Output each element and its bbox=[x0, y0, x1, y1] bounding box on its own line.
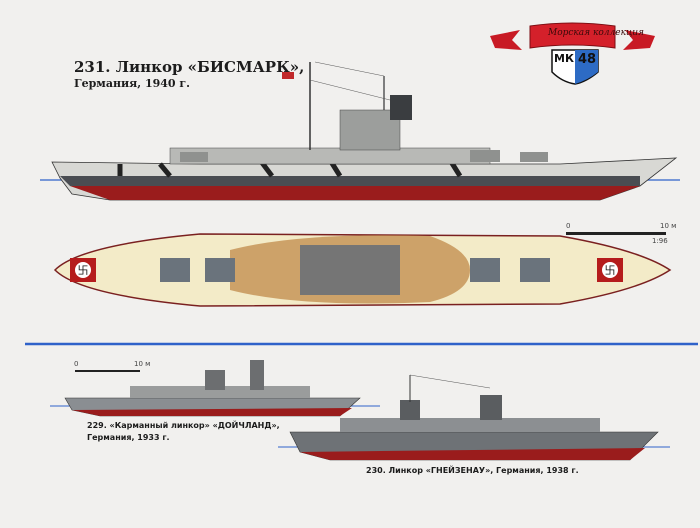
logo-issue-number: 48 bbox=[578, 52, 597, 67]
gneisenau-caption: 230. Линкор «ГНЕЙЗЕНАУ», Германия, 1938 … bbox=[366, 466, 579, 475]
deutschland-caption-line2: Германия, 1933 г. bbox=[87, 433, 170, 442]
scale-bar-main bbox=[566, 232, 666, 235]
bismarck-top-view: 卐 卐 bbox=[53, 233, 672, 307]
scale-small-end: 10 м bbox=[134, 360, 151, 368]
scale-small-start: 0 bbox=[74, 360, 79, 368]
scale-main-start: 0 bbox=[566, 222, 571, 230]
svg-text:卐: 卐 bbox=[605, 264, 616, 277]
scale-main-end: 10 м bbox=[660, 222, 677, 230]
bismarck-subtitle: Германия, 1940 г. bbox=[74, 77, 190, 90]
bismarck-title: 231. Линкор «БИСМАРК», bbox=[74, 58, 305, 76]
deutschland-caption-line1: 229. «Карманный линкор» «ДОЙЧЛАНД», bbox=[87, 421, 280, 430]
svg-text:卐: 卐 bbox=[78, 264, 89, 277]
deutschland-side-view bbox=[50, 360, 380, 417]
scale-main-ratio: 1:96 bbox=[652, 237, 668, 245]
logo-banner-text: Морская коллекция bbox=[548, 28, 644, 38]
gneisenau-side-view bbox=[278, 374, 670, 461]
bismarck-side-view bbox=[40, 61, 680, 201]
logo-letters: МК bbox=[554, 52, 574, 65]
scale-bar-small bbox=[75, 370, 140, 372]
